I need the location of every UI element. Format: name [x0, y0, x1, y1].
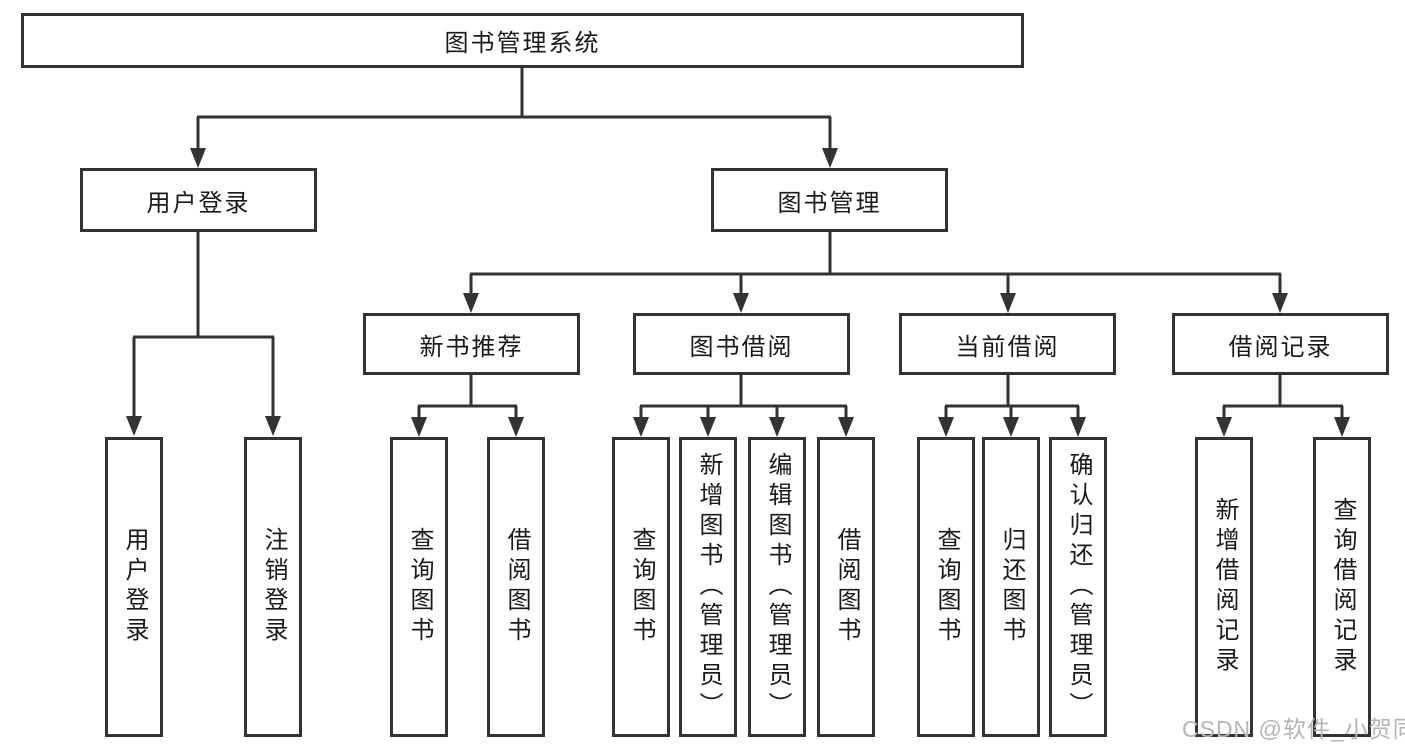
- leaf-borrow-book-2: 借阅图书: [817, 437, 875, 737]
- node-root: 图书管理系统: [21, 13, 1024, 68]
- leaf-label: 新增图书（管理员）: [695, 452, 722, 722]
- leaf-query-book-1: 查询图书: [390, 437, 448, 737]
- csdn-watermark: CSDN @软件_小贺同学: [1182, 716, 1405, 742]
- connector-lines: [132, 68, 1344, 419]
- leaf-label: 查询图书: [933, 527, 960, 647]
- leaf-label: 借阅图书: [833, 527, 860, 647]
- leaf-label: 确认归还（管理员）: [1065, 452, 1092, 722]
- leaf-borrow-book-1: 借阅图书: [487, 437, 545, 737]
- leaf-label: 编辑图书（管理员）: [764, 452, 791, 722]
- node-borrow-record: 借阅记录: [1172, 313, 1389, 375]
- leaf-add-book-admin: 新增图书（管理员）: [679, 437, 737, 737]
- leaf-confirm-return-admin: 确认归还（管理员）: [1049, 437, 1107, 737]
- leaf-label: 查询图书: [406, 527, 433, 647]
- leaf-return-book: 归还图书: [982, 437, 1040, 737]
- leaf-logout: 注销登录: [244, 437, 302, 737]
- leaf-query-book-3: 查询图书: [917, 437, 975, 737]
- leaf-user-login: 用户登录: [105, 437, 163, 737]
- leaf-query-borrow-record: 查询借阅记录: [1313, 437, 1371, 737]
- leaf-label: 注销登录: [260, 527, 287, 647]
- leaf-label: 查询借阅记录: [1329, 497, 1356, 677]
- connector-arrowheads: [126, 148, 1350, 437]
- node-book-borrow: 图书借阅: [633, 313, 850, 375]
- leaf-label: 新增借阅记录: [1211, 497, 1238, 677]
- node-current-borrow: 当前借阅: [899, 313, 1116, 375]
- leaf-add-borrow-record: 新增借阅记录: [1195, 437, 1253, 737]
- node-book-management: 图书管理: [711, 168, 948, 232]
- leaf-label: 用户登录: [121, 527, 148, 647]
- leaf-label: 归还图书: [998, 527, 1025, 647]
- leaf-label: 查询图书: [628, 527, 655, 647]
- node-new-book-recommend: 新书推荐: [363, 313, 580, 375]
- leaf-edit-book-admin: 编辑图书（管理员）: [748, 437, 806, 737]
- node-user-login: 用户登录: [80, 168, 317, 232]
- leaf-query-book-2: 查询图书: [612, 437, 670, 737]
- leaf-label: 借阅图书: [503, 527, 530, 647]
